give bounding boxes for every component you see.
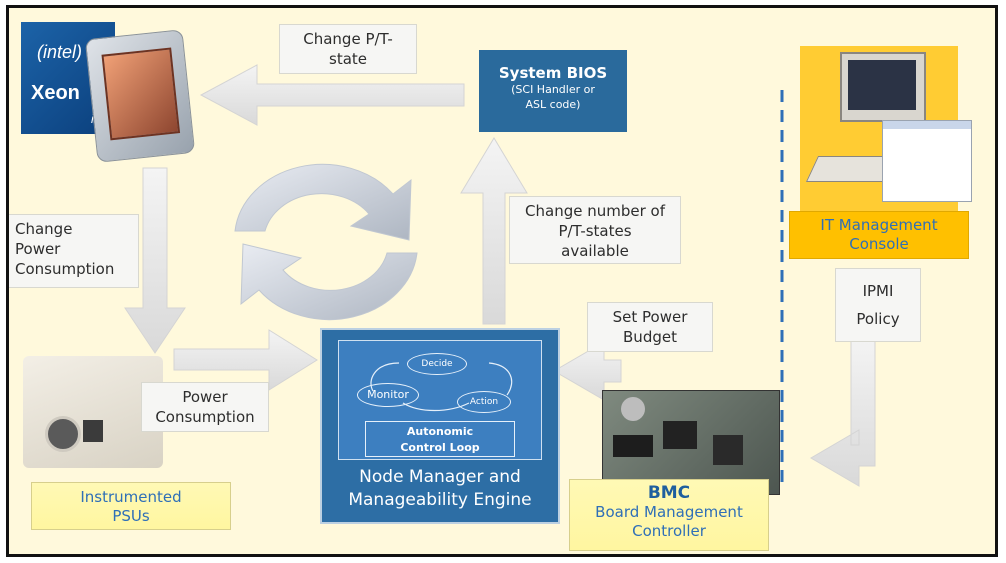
autonomic-loop-panel: Decide Monitor Action Autonomic Control … — [338, 340, 542, 460]
bmc-board-image — [602, 390, 780, 495]
power-socket-icon — [83, 420, 103, 442]
instrumented-psus-label: Instrumented PSUs — [31, 482, 231, 530]
loop-monitor: Monitor — [357, 383, 419, 407]
arrow-psu-to-node — [173, 329, 318, 391]
arrow-node-to-bios — [460, 137, 528, 325]
change-pt-state-label: Change P/T- state — [279, 24, 417, 74]
diagram-frame: (intel) Xeon in Change P/T- state System… — [6, 5, 998, 557]
xeon-logo: Xeon — [31, 82, 80, 104]
change-power-consumption-label: Change Power Consumption — [9, 214, 139, 288]
loop-decide: Decide — [407, 353, 467, 375]
monitor-icon — [840, 52, 926, 122]
change-number-label: Change number of P/T-states available — [509, 196, 681, 264]
set-power-budget-label: Set Power Budget — [587, 302, 713, 352]
cpu-chip-icon — [84, 29, 196, 163]
arrow-ipmi-policy — [810, 335, 876, 487]
computer-image — [800, 46, 972, 211]
cycle-icon — [234, 163, 418, 321]
bmc-label: BMC Board Management Controller — [569, 479, 769, 551]
psu-image — [23, 356, 163, 468]
node-manager-title: Node Manager and Manageability Engine — [348, 467, 532, 510]
arrows-layer — [124, 64, 876, 488]
arrow-set-budget — [553, 341, 622, 401]
node-manager-box: Decide Monitor Action Autonomic Control … — [320, 328, 560, 524]
autonomic-control-box: Autonomic Control Loop — [365, 421, 515, 457]
bmc-title: BMC — [647, 483, 691, 503]
screenshot-window — [882, 120, 972, 202]
power-consumption-label: Power Consumption — [141, 382, 269, 432]
arrow-bios-to-cpu — [199, 64, 465, 126]
system-bios-box: System BIOS (SCI Handler or ASL code) — [479, 50, 627, 132]
intel-logo: (intel) — [37, 42, 83, 62]
bios-sub-2: ASL code) — [525, 98, 581, 111]
it-console-label: IT Management Console — [789, 211, 969, 259]
fan-icon — [45, 416, 81, 452]
loop-action: Action — [457, 391, 511, 413]
bios-sub-1: (SCI Handler or — [511, 83, 595, 96]
ipmi-policy-label: IPMI Policy — [835, 268, 921, 342]
bios-title: System BIOS — [498, 64, 608, 82]
arrow-cpu-to-psu — [124, 167, 186, 354]
